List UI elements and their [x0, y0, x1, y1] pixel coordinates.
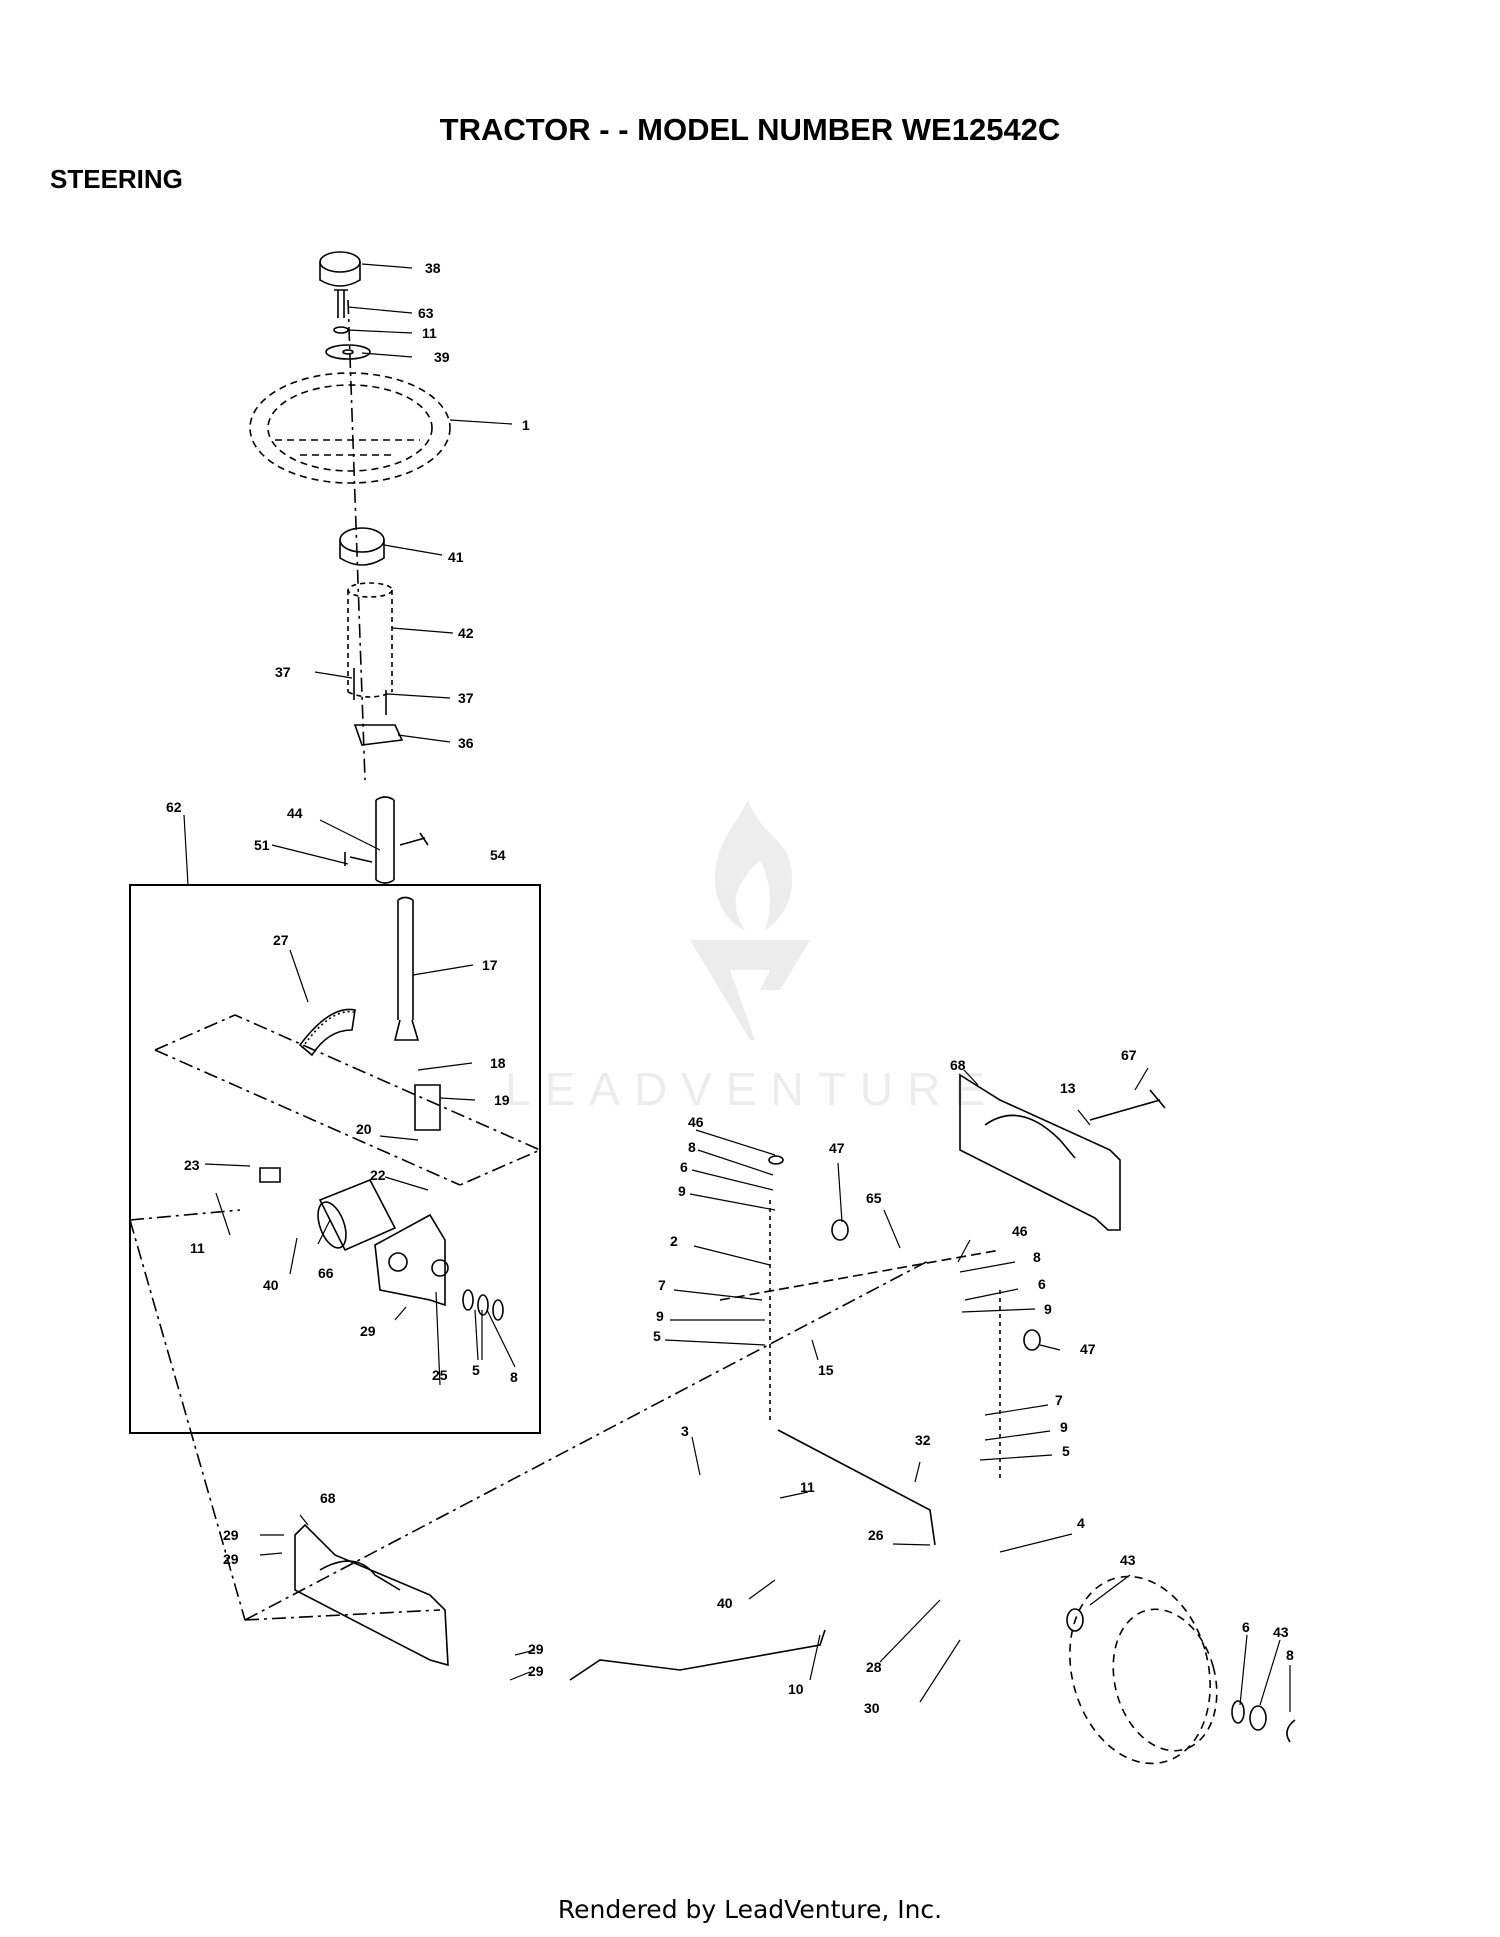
callout-26: 26 — [868, 1527, 884, 1543]
callout-20: 20 — [356, 1121, 372, 1137]
callout-37b: 37 — [458, 690, 474, 706]
callout-11c: 11 — [800, 1479, 815, 1495]
callout-3: 3 — [681, 1423, 689, 1439]
callout-46: 46 — [688, 1114, 704, 1130]
callout-28: 28 — [866, 1659, 882, 1675]
steering-bushing-flange — [353, 724, 404, 746]
section-title: STEERING — [50, 164, 183, 194]
callout-63: 63 — [418, 305, 434, 321]
watermark: LEADVENTURE — [505, 800, 999, 1115]
callout-66: 66 — [318, 1265, 334, 1281]
callout-37a: 37 — [275, 664, 291, 680]
callout-5: 5 — [472, 1362, 480, 1378]
callout-6b: 6 — [1038, 1276, 1046, 1292]
callout-8c: 8 — [1033, 1249, 1041, 1265]
callout-29c: 29 — [528, 1641, 544, 1657]
callout-40b: 40 — [717, 1595, 733, 1611]
callout-36: 36 — [458, 735, 474, 751]
callout-25: 25 — [432, 1367, 448, 1383]
callout-9d: 9 — [1060, 1419, 1068, 1435]
page-title: TRACTOR - - MODEL NUMBER WE12542C — [439, 112, 1061, 147]
callout-17: 17 — [482, 957, 498, 973]
sector-gear — [298, 1008, 356, 1057]
callout-29: 29 — [360, 1323, 376, 1339]
callout-9b: 9 — [656, 1308, 664, 1324]
callout-29b: 29 — [223, 1551, 239, 1567]
callout-42: 42 — [458, 625, 474, 641]
callout-46b: 46 — [1012, 1223, 1028, 1239]
steering-sleeve — [347, 582, 393, 598]
drag-link — [569, 1629, 826, 1681]
spacer-tube — [318, 1178, 397, 1252]
callout-47: 47 — [829, 1140, 845, 1156]
callout-27: 27 — [273, 932, 289, 948]
callout-18: 18 — [490, 1055, 506, 1071]
assembly-box-62 — [129, 884, 541, 1434]
callout-51: 51 — [254, 837, 270, 853]
callout-8b: 8 — [688, 1139, 696, 1155]
washer-39 — [325, 344, 371, 360]
callout-11: 11 — [422, 325, 437, 341]
steering-wheel — [249, 372, 451, 484]
callout-7: 7 — [658, 1277, 666, 1293]
callout-38: 38 — [425, 260, 441, 276]
callout-7b: 7 — [1055, 1392, 1063, 1408]
callout-62: 62 — [166, 799, 182, 815]
support-bracket — [374, 1213, 446, 1307]
callout-47b: 47 — [1080, 1341, 1096, 1357]
watermark-text: LEADVENTURE — [505, 1063, 999, 1115]
callout-4: 4 — [1077, 1515, 1085, 1531]
front-axle — [719, 1249, 1001, 1301]
callout-30: 30 — [864, 1700, 880, 1716]
steering-shaft-upper — [375, 796, 395, 884]
callout-32: 32 — [915, 1432, 931, 1448]
callout-6: 6 — [680, 1159, 688, 1175]
callout-19: 19 — [494, 1092, 510, 1108]
callout-44: 44 — [287, 805, 303, 821]
callout-5c: 5 — [1062, 1443, 1070, 1459]
callout-11b: 11 — [190, 1240, 205, 1256]
callout-23: 23 — [184, 1157, 200, 1173]
frame-bracket-left — [294, 1523, 449, 1667]
callout-54: 54 — [490, 847, 506, 863]
front-wheel — [1069, 1575, 1218, 1765]
callout-29d: 29 — [528, 1663, 544, 1679]
callout-43: 43 — [1120, 1552, 1136, 1568]
callout-15: 15 — [818, 1362, 834, 1378]
callout-29a: 29 — [223, 1527, 239, 1543]
callout-8d: 8 — [1286, 1647, 1294, 1663]
callout-65: 65 — [866, 1190, 882, 1206]
callout-40: 40 — [263, 1277, 279, 1293]
callout-10: 10 — [788, 1681, 804, 1697]
callout-1: 1 — [522, 417, 530, 433]
callout-13: 13 — [1060, 1080, 1076, 1096]
callout-68b: 68 — [950, 1057, 966, 1073]
callout-39: 39 — [434, 349, 450, 365]
wheel-hub-adapter — [339, 527, 385, 553]
callout-67: 67 — [1121, 1047, 1137, 1063]
frame-bracket-right — [959, 1073, 1121, 1231]
callout-5b: 5 — [653, 1328, 661, 1344]
pinion-bracket — [414, 1084, 441, 1131]
callout-22: 22 — [370, 1167, 386, 1183]
steering-shaft-lower — [393, 896, 420, 1041]
callout-68a: 68 — [320, 1490, 336, 1506]
callout-41: 41 — [448, 549, 464, 565]
footer-credit: Rendered by LeadVenture, Inc. — [557, 1895, 943, 1924]
steering-cap — [319, 251, 361, 273]
callout-43b: 43 — [1273, 1624, 1289, 1640]
callout-2: 2 — [670, 1233, 678, 1249]
tie-rod — [777, 1429, 936, 1546]
callout-9: 9 — [678, 1183, 686, 1199]
callout-8: 8 — [510, 1369, 518, 1385]
axle-bushing — [259, 1167, 281, 1183]
callout-9c: 9 — [1044, 1301, 1052, 1317]
callout-6c: 6 — [1242, 1619, 1250, 1635]
